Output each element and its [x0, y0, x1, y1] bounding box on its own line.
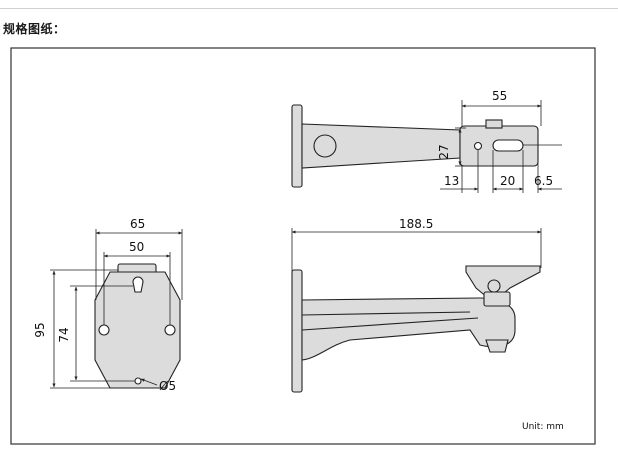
page-title: 规格图纸： — [3, 22, 66, 36]
dim-20-label: 20 — [500, 174, 515, 188]
base-plate-dimension-lines — [50, 229, 183, 389]
dim-65-label: 65 — [130, 217, 145, 231]
dim-55-label: 55 — [492, 89, 507, 103]
front-arm-lower — [301, 317, 479, 331]
side-mount-hole — [473, 141, 483, 151]
plate-hole-bottom — [134, 377, 142, 385]
side-wall-plate — [291, 104, 303, 188]
unit-label: Unit: mm — [522, 422, 564, 432]
front-pivot-knob — [487, 279, 501, 293]
dim-27-label: 27 — [437, 144, 451, 159]
front-view — [291, 265, 541, 393]
base-plate-view — [94, 263, 181, 389]
front-arm-rib — [301, 311, 471, 316]
front-wall-plate — [291, 269, 303, 393]
drawing-frame — [10, 47, 596, 445]
dim-diameter-label: Ø5 — [159, 379, 176, 393]
dim-95-label: 95 — [33, 322, 47, 337]
front-view-dimension-lines — [291, 228, 542, 272]
top-separator — [0, 0, 618, 9]
front-pivot-block — [483, 291, 511, 307]
front-arm — [301, 297, 516, 361]
side-arm-hole — [313, 134, 337, 158]
plate-hole-left — [98, 324, 110, 336]
dim-74-label: 74 — [57, 327, 71, 342]
dim-50-label: 50 — [129, 240, 144, 254]
keyhole-slot — [132, 276, 144, 293]
dim-188-5-label: 188.5 — [399, 217, 433, 231]
dim-13-label: 13 — [444, 174, 459, 188]
front-lower-foot — [485, 339, 509, 353]
dim-6-5-label: 6.5 — [534, 174, 553, 188]
side-mount-slot — [492, 139, 524, 152]
side-view-dimension-lines — [440, 100, 562, 193]
side-mount-plate-tab — [485, 119, 503, 129]
plate-hole-right — [164, 324, 176, 336]
